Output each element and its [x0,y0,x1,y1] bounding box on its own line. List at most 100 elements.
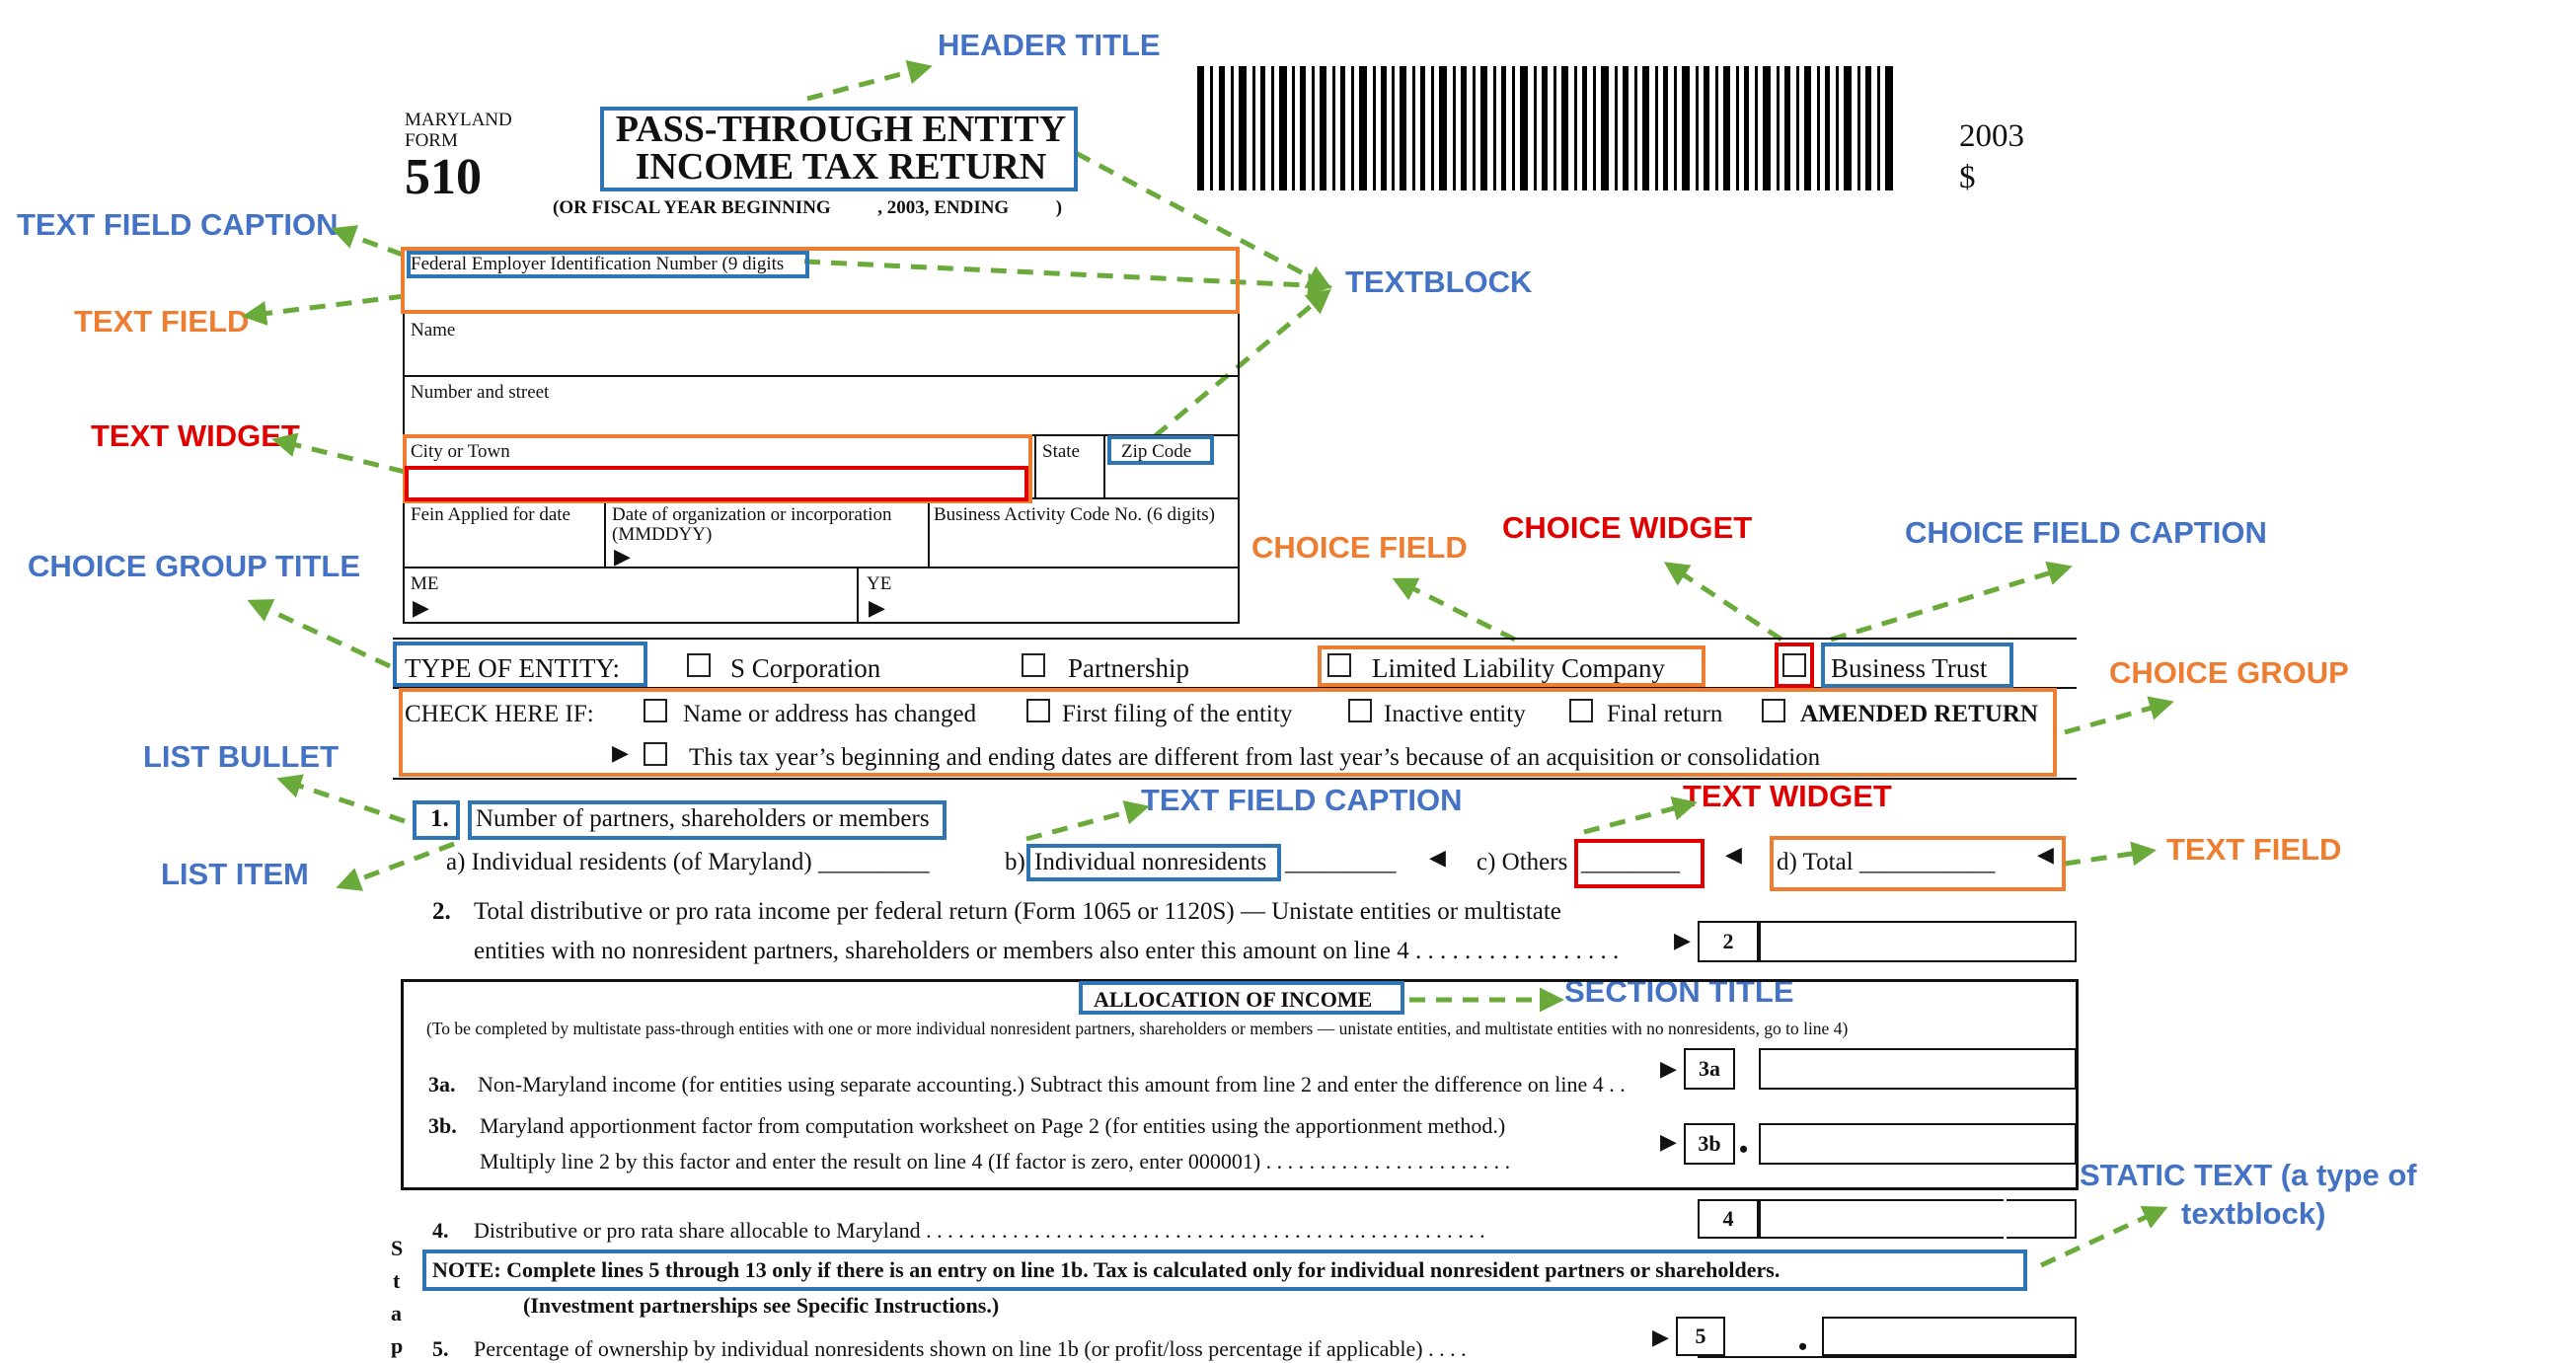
entity-option-partnership: Partnership [1068,653,1189,683]
arrow-text-widget-2 [1583,796,1698,835]
line-1-text: Number of partners, shareholders or memb… [476,805,930,832]
annotation-text-field-caption-2: TEXT FIELD CAPTION [1141,783,1463,817]
arrow-header-title [806,59,933,102]
line-1d-text: d) Total ___________ [1777,849,1996,875]
list-item-box [468,800,947,840]
arrow-text-field-caption [331,225,404,258]
check-option-amended: AMENDED RETURN [1800,701,2038,727]
check-option-acquisition: This tax year’s beginning and ending dat… [689,744,1821,771]
line-3b-text-1: Maryland apportionment factor from compu… [480,1113,1506,1138]
checkbox-final-return[interactable] [1569,699,1593,722]
checkbox-name-changed[interactable] [644,699,667,722]
line-2-text-2: entities with no nonresident partners, s… [474,938,1620,964]
checkbox-amended[interactable] [1762,699,1785,722]
line-3b-number: 3b. [428,1113,457,1138]
side-letter-4: p [391,1333,404,1358]
arrow-list-item [336,841,455,891]
annotation-text-field-2: TEXT FIELD [2166,832,2342,867]
line-3b-text-2: Multiply line 2 by this factor and enter… [480,1149,1511,1174]
annotation-choice-field: CHOICE FIELD [1251,530,1468,565]
annotation-text-widget-2: TEXT WIDGET [1683,779,1892,813]
line-5-dot: • [1798,1332,1808,1361]
zip-label: Zip Code [1121,441,1192,462]
fein-field[interactable] [401,247,1240,314]
business-code-label: Business Activity Code No. (6 digits) [934,504,1215,525]
line-1c-widget[interactable] [1574,839,1705,888]
annotation-choice-group-title: CHOICE GROUP TITLE [28,549,361,583]
checkbox-s-corporation[interactable] [687,653,711,677]
line-3a-arrow: ▶ [1660,1056,1677,1081]
side-letter-1: S [391,1236,404,1260]
line-1-bullet: 1. [430,805,449,832]
checkbox-llc[interactable] [1327,653,1351,677]
me-label: ME [411,573,439,594]
ye-label: YE [867,573,892,594]
annotation-choice-widget: CHOICE WIDGET [1502,510,1753,545]
org-date-arrow: ▶ [614,544,631,568]
line-1d-field[interactable] [1770,836,2066,891]
line-3a-number-box: 3a [1684,1048,1735,1090]
line-1b-caption: Individual nonresidents [1034,849,1267,875]
checkbox-business-trust[interactable] [1782,653,1806,677]
line-2-answer[interactable] [1759,921,2077,962]
line-4-answer[interactable] [1759,1199,2077,1239]
checkbox-partnership[interactable] [1022,653,1045,677]
line-4-number-box: 4 [1698,1199,1759,1239]
line-3b-number-box: 3b [1684,1123,1735,1165]
llc-choice-field[interactable] [1318,645,1705,687]
line-2-arrow: ▶ [1674,928,1691,952]
annotation-list-item: LIST ITEM [161,857,309,891]
arrow-list-bullet [276,774,406,824]
annotation-static-text: STATIC TEXT (a type of [2080,1158,2417,1192]
side-letter-2: t [393,1268,401,1293]
arrow-choice-group-title [247,599,392,669]
line-3b-arrow: ▶ [1660,1129,1677,1154]
entity-group-title: TYPE OF ENTITY: [405,653,621,683]
line-2-number-box: 2 [1698,921,1759,962]
checkbox-acquisition[interactable] [644,742,667,766]
line-1b-arrow: ◀ [1429,845,1446,870]
arrow-choice-field-caption [1830,561,2073,643]
checkbox-first-filing[interactable] [1026,699,1050,722]
acquisition-arrow: ▶ [612,740,629,765]
note-subtext: (Investment partnerships see Specific In… [523,1293,1000,1318]
header-title-box [600,107,1078,191]
business-trust-widget[interactable] [1775,643,1814,688]
ye-arrow: ▶ [869,595,885,620]
line-5-answer[interactable] [1822,1317,2077,1356]
annotation-list-bullet: LIST BULLET [143,739,340,774]
fein-caption-box [407,251,809,278]
arrow-choice-field [1392,577,1517,643]
line-1b-prefix: b) [1005,849,1025,875]
line-3b-answer[interactable] [1759,1123,2077,1165]
fein-label: Federal Employer Identification Number (… [411,254,785,274]
line-2-text-1: Total distributive or pro rata income pe… [474,898,1561,925]
check-option-inactive: Inactive entity [1384,701,1526,727]
city-label: City or Town [411,441,510,462]
state-name: MARYLAND [405,110,512,130]
annotation-text-widget: TEXT WIDGET [91,418,300,453]
check-option-name-changed: Name or address has changed [683,701,977,727]
dollar-sign: $ [1959,160,1976,195]
entity-option-s-corporation: S Corporation [730,653,881,683]
annotation-text-field-caption: TEXT FIELD CAPTION [17,207,339,242]
fein-applied-label: Fein Applied for date [411,504,570,525]
annotation-header-title: HEADER TITLE [938,28,1161,62]
form-title-line-2: INCOME TAX RETURN [635,146,1047,188]
annotation-textblock: TEXTBLOCK [1345,265,1533,299]
name-label: Name [411,320,456,341]
arrow-text-field-caption-2 [1025,800,1150,842]
city-widget[interactable] [405,466,1028,501]
barcode [1197,66,1893,190]
entity-option-llc: Limited Liability Company [1372,653,1665,683]
fiscal-year-line: (OR FISCAL YEAR BEGINNING , 2003, ENDING… [553,197,1063,218]
line-4-text: Distributive or pro rata share allocable… [474,1218,1485,1243]
checkbox-inactive[interactable] [1348,699,1372,722]
arrow-choice-widget [1663,562,1783,643]
line-3a-text: Non-Maryland income (for entities using … [478,1072,1626,1097]
line-1b-blank: _________ [1285,849,1397,875]
check-group-title: CHECK HERE IF: [405,701,594,727]
line-3a-answer[interactable] [1759,1048,2077,1090]
note-text: NOTE: Complete lines 5 through 13 only i… [432,1257,1780,1282]
allocation-note: (To be completed by multistate pass-thro… [426,1019,1849,1038]
